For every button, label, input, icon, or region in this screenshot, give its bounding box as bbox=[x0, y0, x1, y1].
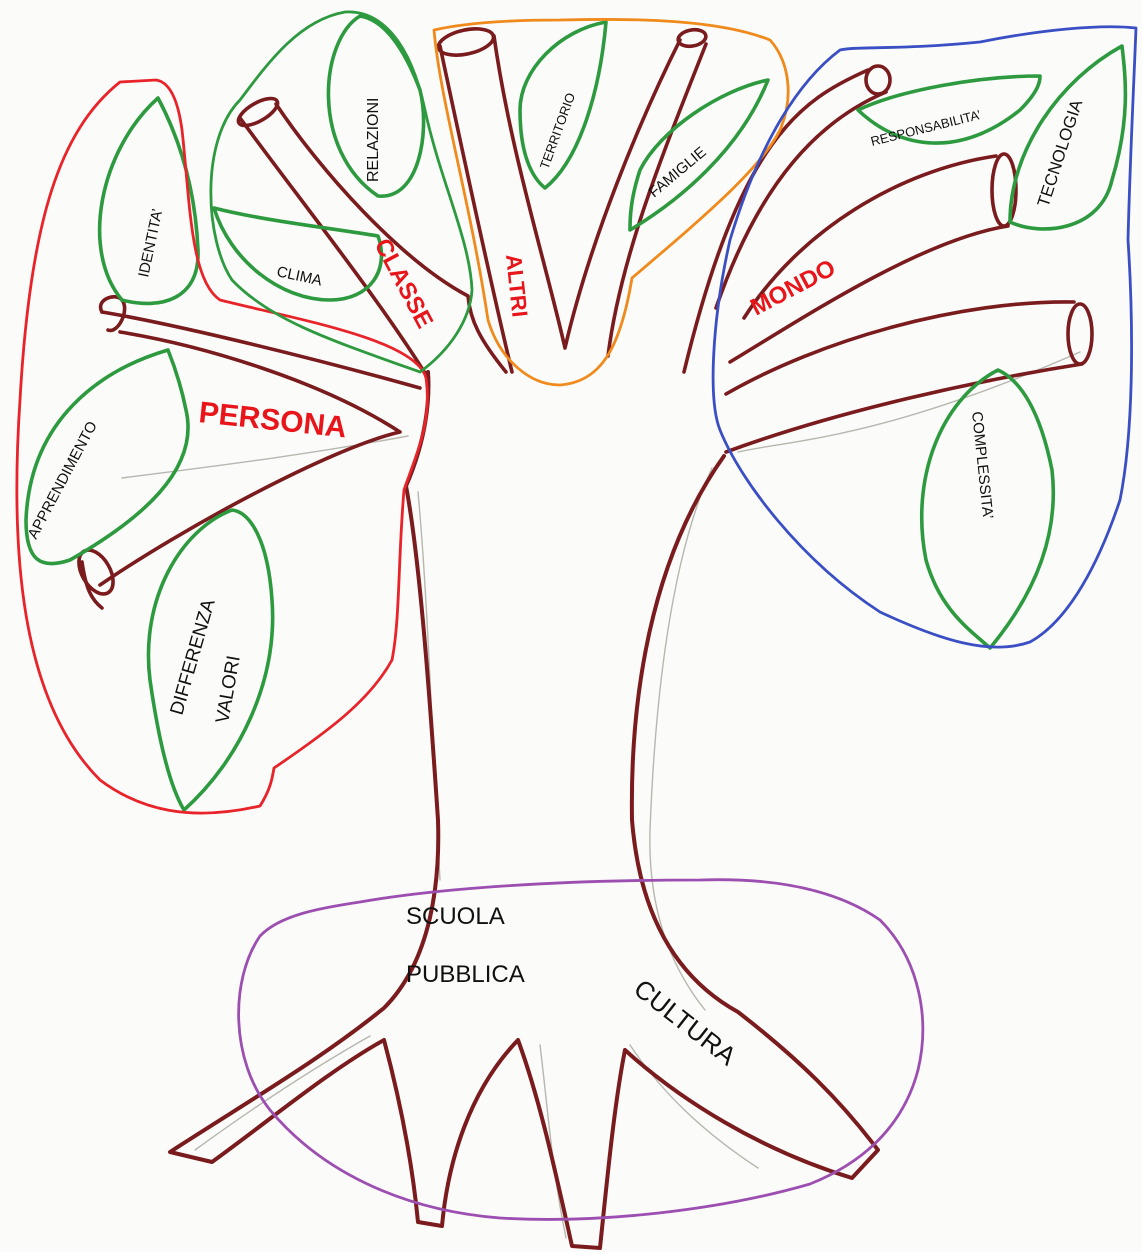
root-labels: SCUOLA PUBBLICA CULTURA bbox=[406, 903, 743, 1072]
label-valori: VALORI bbox=[212, 654, 245, 725]
persona-branches bbox=[72, 297, 420, 608]
label-clima: CLIMA bbox=[275, 263, 323, 289]
label-tecnologia: TECNOLOGIA bbox=[1034, 97, 1087, 210]
label-cultura: CULTURA bbox=[628, 973, 742, 1071]
group-label-persona: PERSONA bbox=[197, 396, 348, 444]
label-apprendimento: APPRENDIMENTO bbox=[25, 419, 101, 542]
label-differenza: DIFFERENZA bbox=[167, 597, 220, 718]
label-identita: IDENTITA’ bbox=[135, 207, 166, 278]
leaf-differenza bbox=[148, 510, 272, 810]
group-outlines bbox=[17, 12, 1136, 1219]
label-scuola: SCUOLA bbox=[406, 903, 505, 930]
group-label-altri: ALTRI bbox=[501, 253, 532, 318]
label-relazioni: RELAZIONI bbox=[365, 98, 382, 182]
label-pubblica: PUBBLICA bbox=[406, 961, 525, 988]
label-territorio: TERRITORIO bbox=[537, 91, 578, 171]
label-complessita: COMPLESSITA’ bbox=[968, 411, 996, 520]
group-label-mondo: MONDO bbox=[746, 254, 840, 321]
leaf-apprendimento bbox=[26, 350, 188, 564]
altri-branches bbox=[436, 24, 707, 372]
